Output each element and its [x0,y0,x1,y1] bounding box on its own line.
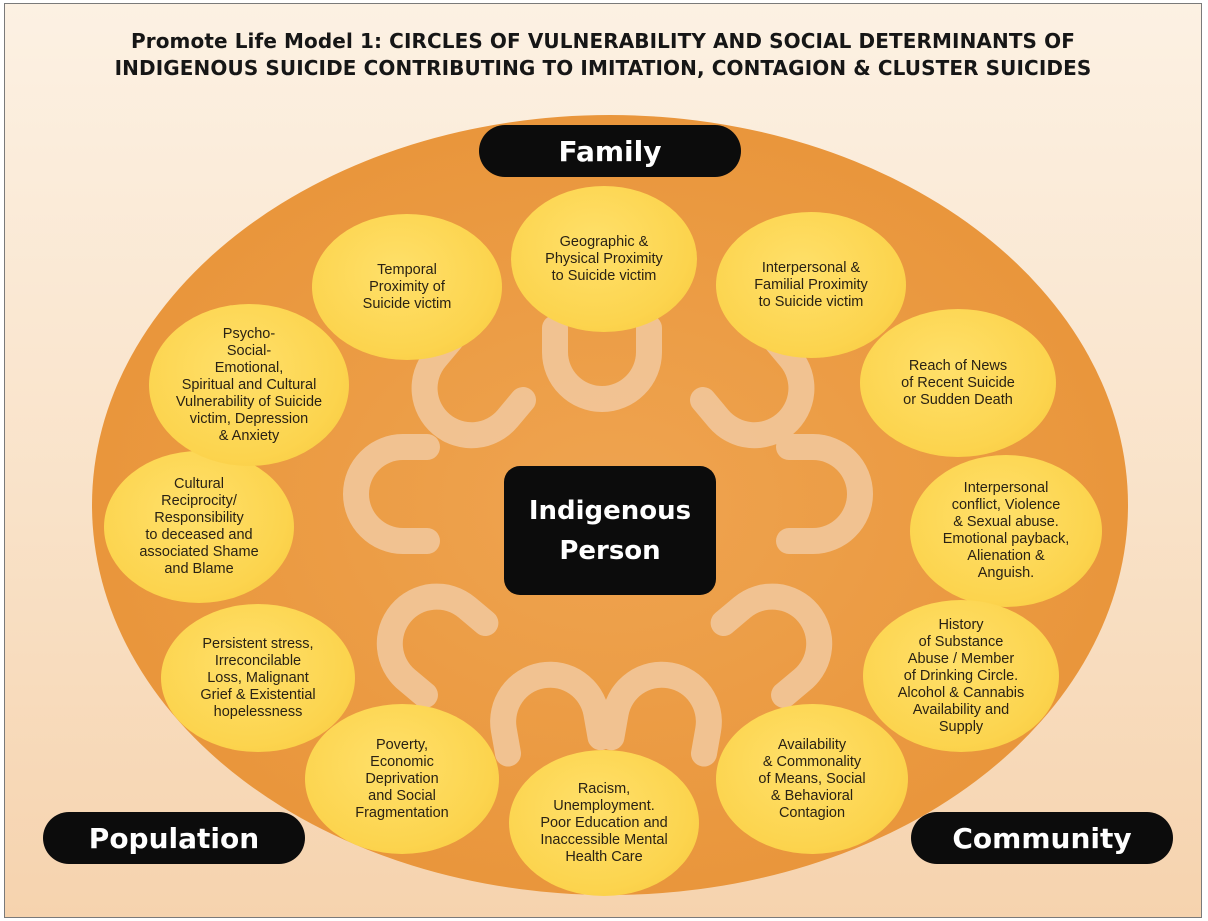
bubble-conflict: Interpersonal conflict, Violence & Sexua… [910,455,1102,607]
family-label-text: Family [558,134,662,168]
bubble-geographic: Geographic & Physical Proximity to Suici… [511,186,697,332]
horseshoe-shape [490,661,614,767]
title-line-2: INDIGENOUS SUICIDE CONTRIBUTING TO IMITA… [114,56,1092,80]
population-label-text: Population [88,821,260,855]
bubble-means: Availability & Commonality of Means, Soc… [716,704,908,854]
horseshoe-shape [776,434,873,554]
horseshoe-ring [343,315,873,767]
title-line-1: Promote Life Model 1: CIRCLES OF VULNERA… [130,29,1075,53]
center-indigenous-person: Indigenous Person [504,466,716,595]
population-label: Population [43,812,305,864]
bubble-interpersonal-proximity: Interpersonal & Familial Proximity to Su… [716,212,906,358]
bubble-temporal: Temporal Proximity of Suicide victim [312,214,502,360]
bubble-news: Reach of News of Recent Suicide or Sudde… [860,309,1056,457]
horseshoe-shape [376,583,499,708]
family-label: Family [479,125,741,177]
bubble-racism: Racism, Unemployment. Poor Education and… [509,750,699,896]
community-label: Community [911,812,1173,864]
bubble-cultural: Cultural Reciprocity/ Responsibility to … [104,451,294,603]
bubble-stress: Persistent stress, Irreconcilable Loss, … [161,604,355,752]
horseshoe-shape [690,326,815,449]
center-line-1: Indigenous [528,495,692,526]
horseshoe-shape [710,583,833,708]
community-label-text: Community [952,821,1132,855]
horseshoe-shape [411,326,536,449]
horseshoe-shape [598,661,722,767]
diagram-title: Promote Life Model 1: CIRCLES OF VULNERA… [5,28,1201,82]
horseshoe-shape [343,434,440,554]
center-line-2: Person [559,535,661,566]
diagram-frame: Promote Life Model 1: CIRCLES OF VULNERA… [4,3,1202,918]
bubble-poverty: Poverty, Economic Deprivation and Social… [305,704,499,854]
bubble-substance: History of Substance Abuse / Member of D… [863,600,1059,752]
bubble-psycho: Psycho- Social- Emotional, Spiritual and… [149,304,349,466]
horseshoe-shape [542,315,662,412]
